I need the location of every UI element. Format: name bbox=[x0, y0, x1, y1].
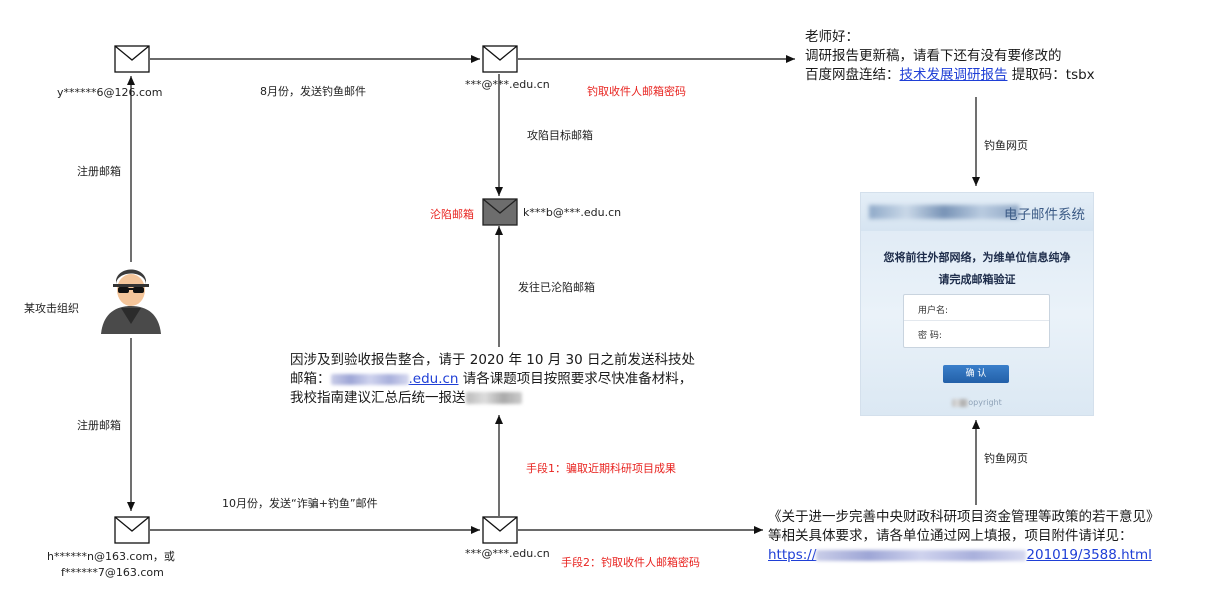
compromise-label: 攻陷目标邮箱 bbox=[527, 129, 593, 142]
phish-brand-blurred bbox=[869, 205, 1019, 219]
bottom-sender-email-2: f******7@163.com bbox=[61, 566, 164, 579]
top-phishing-message: 老师好： 调研报告更新稿，请看下还有没有要修改的 百度网盘连结：技术发展调研报告… bbox=[805, 28, 1095, 85]
send-to-compromised-label: 发往已沦陷邮箱 bbox=[518, 281, 595, 294]
phish-heading1: 您将前往外部网络，为维单位信息纯净 bbox=[883, 251, 1071, 264]
fraud-message-line2: 邮箱： .edu.cn 请各课题项目按照要求尽快准备材料， bbox=[290, 370, 695, 389]
top-receiver-envelope-icon bbox=[482, 45, 518, 73]
hacker-icon bbox=[101, 269, 161, 334]
bottom-receiver-email: ***@***.edu.cn bbox=[465, 547, 550, 560]
top-message-line2: 调研报告更新稿，请看下还有没有要修改的 bbox=[805, 48, 1062, 64]
bottom-sender-email-1: h******n@163.com，或 bbox=[47, 550, 175, 563]
top-message-line1: 老师好： bbox=[805, 29, 859, 45]
register-top-label: 注册邮箱 bbox=[77, 165, 121, 178]
compromised-email: k***b@***.edu.cn bbox=[523, 206, 622, 219]
bottom-message-line1: 《关于进一步完善中央财政科研项目资金管理等政策的若干意见》 bbox=[768, 509, 1160, 525]
compromised-envelope-icon bbox=[482, 198, 518, 226]
bottom-phishing-message: 《关于进一步完善中央财政科研项目资金管理等政策的若干意见》 等相关具体要求，请各… bbox=[768, 508, 1160, 565]
phish-heading2: 请完成邮箱验证 bbox=[938, 273, 1016, 286]
phishing-page-screenshot: 电子邮件系统 您将前往外部网络，为维单位信息纯净 请完成邮箱验证 用户名: 密 … bbox=[860, 192, 1094, 416]
phish-confirm-button[interactable]: 确 认 bbox=[943, 365, 1009, 383]
fraud-message: 因涉及到验收报告整合，请于 2020 年 10 月 30 日之前发送科技处 邮箱… bbox=[290, 351, 695, 408]
phish-password-field[interactable]: 密 码: bbox=[918, 331, 942, 341]
compromised-label: 沦陷邮箱 bbox=[430, 208, 474, 221]
fraud-message-line1: 因涉及到验收报告整合，请于 2020 年 10 月 30 日之前发送科技处 bbox=[290, 352, 695, 368]
fraud-message-line2-prefix: 邮箱： bbox=[290, 371, 331, 387]
top-receiver-email: ***@***.edu.cn bbox=[465, 78, 550, 91]
top-sender-email: y******6@126.com bbox=[57, 86, 163, 99]
top-message-line3: 百度网盘连结：技术发展调研报告 提取码：tsbx bbox=[805, 66, 1095, 85]
top-sender-envelope-icon bbox=[114, 45, 150, 73]
bottom-link-prefix[interactable]: https:// bbox=[768, 547, 817, 563]
bottom-receiver-envelope-icon bbox=[482, 516, 518, 544]
fraud-message-line2-suffix: 请各课题项目按照要求尽快准备材料， bbox=[458, 371, 693, 387]
bottom-message-line2: 等相关具体要求，请各单位通过网上填报，项目附件请详见： bbox=[768, 528, 1133, 544]
phishing-page-label-top: 钓鱼网页 bbox=[984, 139, 1028, 152]
fraud-message-line3: 我校指南建议汇总后统一报送 bbox=[290, 389, 695, 408]
bottom-sender-envelope-icon bbox=[114, 516, 150, 544]
top-steal-label: 钓取收件人邮箱密码 bbox=[587, 85, 686, 98]
top-send-label: 8月份，发送钓鱼邮件 bbox=[260, 85, 366, 98]
means2-label: 手段2：钓取收件人邮箱密码 bbox=[561, 556, 700, 569]
phish-copyright: opyright bbox=[861, 398, 1093, 407]
phishing-page-label-bottom: 钓鱼网页 bbox=[984, 452, 1028, 465]
top-message-line3-prefix: 百度网盘连结： bbox=[805, 67, 900, 83]
phish-brand: 电子邮件系统 bbox=[1004, 207, 1085, 223]
top-message-line3-suffix: 提取码：tsbx bbox=[1007, 67, 1095, 83]
bottom-send-label: 10月份，发送“诈骗+钓鱼”邮件 bbox=[222, 497, 378, 510]
bottom-message-line3: https:// 201019/3588.html bbox=[768, 546, 1160, 565]
phish-topbar: 电子邮件系统 bbox=[861, 193, 1093, 231]
fraud-email-link[interactable]: .edu.cn bbox=[408, 371, 459, 387]
phish-username-field[interactable]: 用户名: bbox=[918, 306, 949, 316]
bottom-link-suffix[interactable]: 201019/3588.html bbox=[1026, 547, 1152, 563]
attacker-label: 某攻击组织 bbox=[24, 302, 79, 315]
register-bottom-label: 注册邮箱 bbox=[77, 419, 121, 432]
means1-label: 手段1：骗取近期科研项目成果 bbox=[526, 462, 676, 475]
phish-login-form: 用户名: 密 码: bbox=[903, 294, 1050, 348]
baidu-pan-link[interactable]: 技术发展调研报告 bbox=[899, 67, 1008, 83]
